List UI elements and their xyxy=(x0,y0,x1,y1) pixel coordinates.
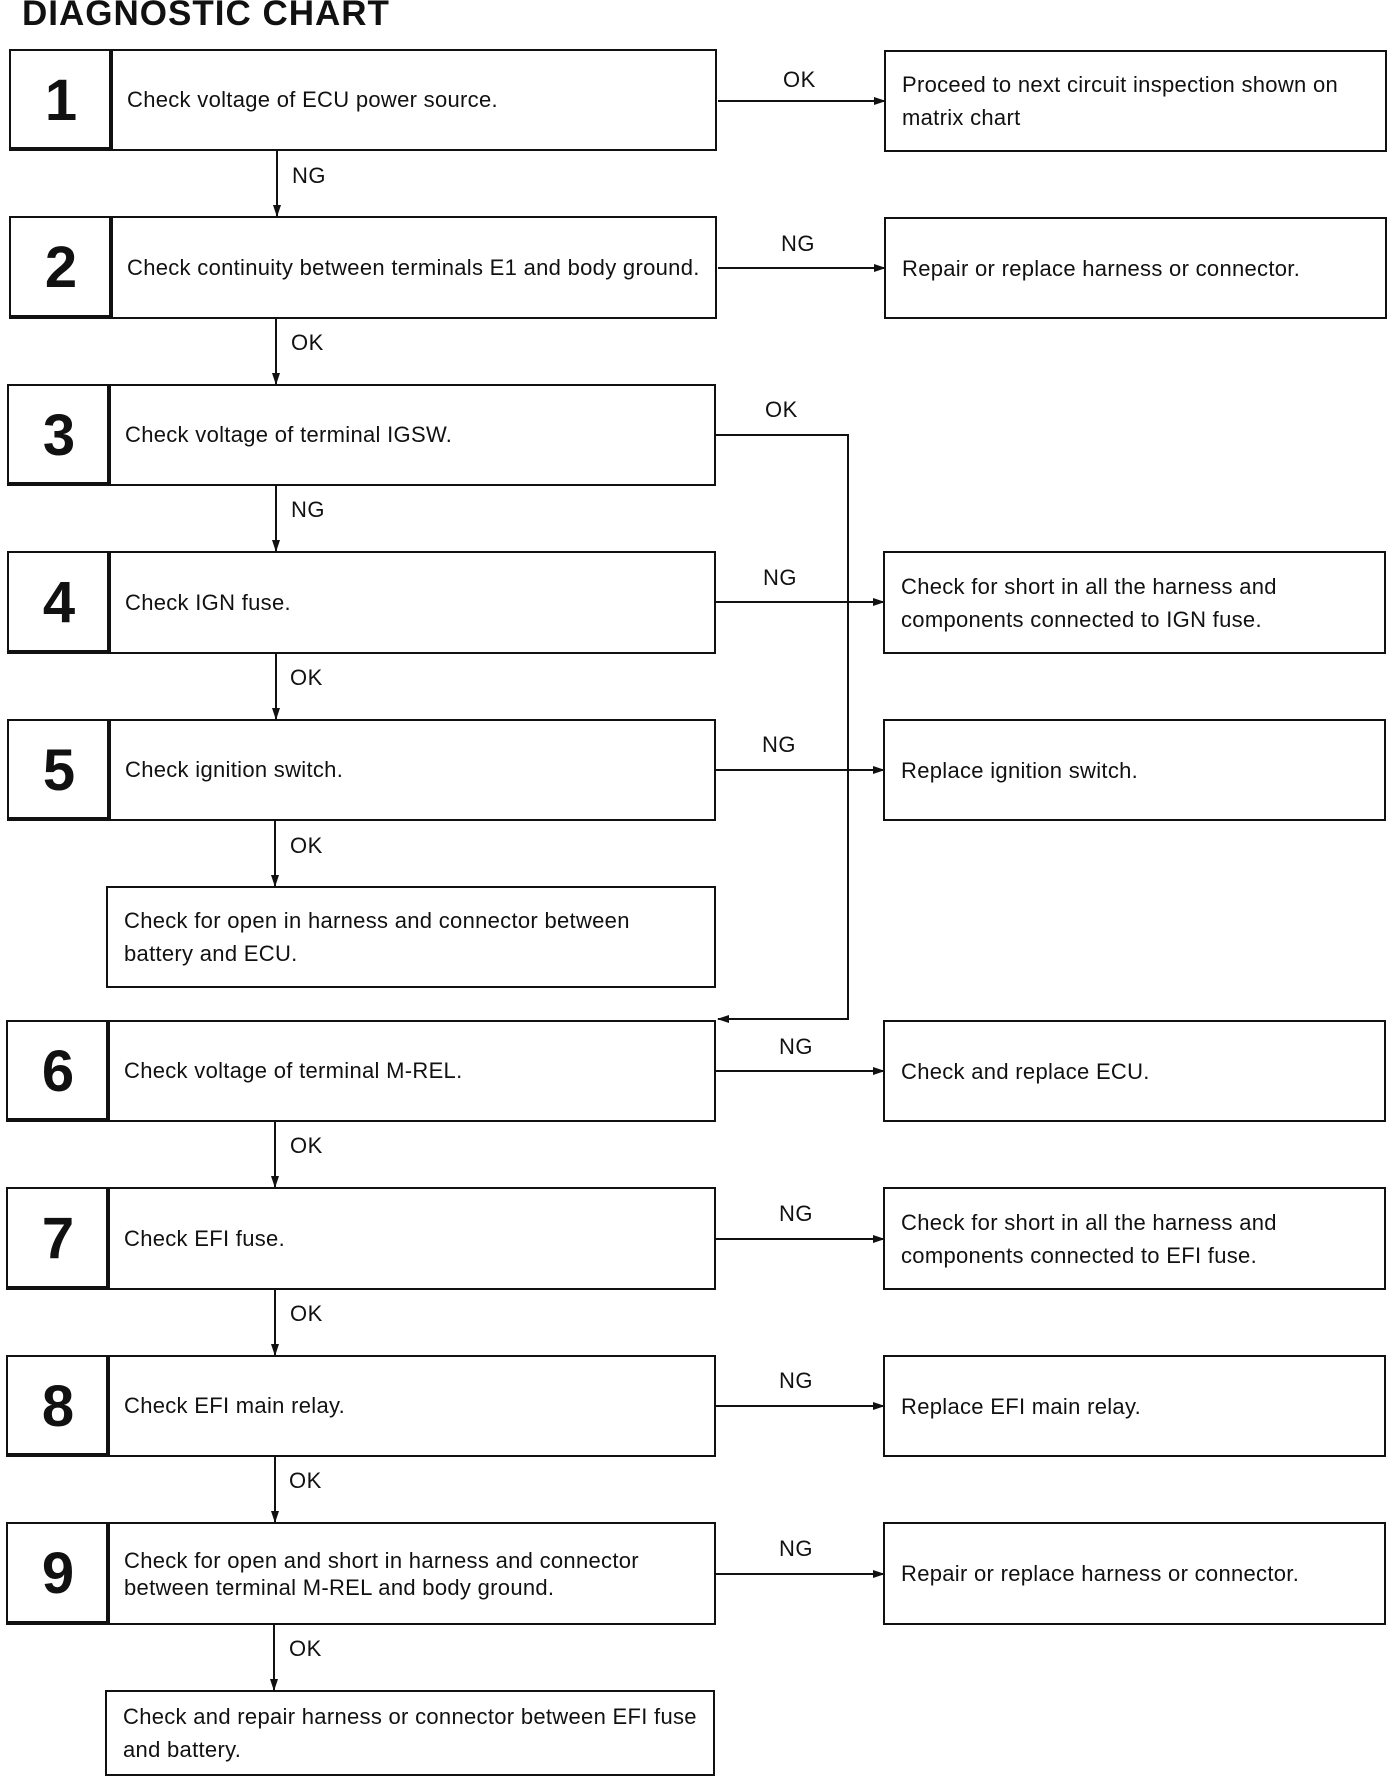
label-6-ok: OK xyxy=(290,1133,323,1158)
step-text: Check voltage of ECU power source. xyxy=(127,87,498,112)
label-5-ok: OK xyxy=(290,833,323,858)
step-5: 5 Check ignition switch. xyxy=(7,719,716,821)
label-1-ok: OK xyxy=(783,67,816,92)
label-9-ng: NG xyxy=(779,1536,813,1561)
step-text: Check ignition switch. xyxy=(125,757,344,782)
step-1: 1 Check voltage of ECU power source. xyxy=(9,49,717,151)
chart-title: DIAGNOSTIC CHART xyxy=(22,0,390,33)
result-7: Check for short in all the harness and c… xyxy=(883,1187,1386,1290)
step-text: Check for open and short in harness and … xyxy=(124,1547,639,1600)
label-4-ng: NG xyxy=(763,565,797,590)
step-number: 5 xyxy=(9,721,111,819)
step-number: 1 xyxy=(11,51,113,149)
label-8-ok: OK xyxy=(289,1468,322,1493)
step-text: Check voltage of terminal IGSW. xyxy=(125,422,453,447)
label-1-ng: NG xyxy=(292,163,326,188)
label-4-ok: OK xyxy=(290,665,323,690)
step-4: 4 Check IGN fuse. xyxy=(7,551,716,654)
result-6: Check and replace ECU. xyxy=(883,1020,1386,1122)
label-6-ng: NG xyxy=(779,1034,813,1059)
label-2-ok: OK xyxy=(291,330,324,355)
step-number: 8 xyxy=(8,1357,110,1455)
label-5-ng: NG xyxy=(762,732,796,757)
step-8: 8 Check EFI main relay. xyxy=(6,1355,716,1457)
step-number: 2 xyxy=(11,218,113,317)
step-9: 9 Check for open and short in harness an… xyxy=(6,1522,716,1625)
step-text: Check EFI fuse. xyxy=(124,1225,286,1251)
step-2: 2 Check continuity between terminals E1 … xyxy=(9,216,717,319)
label-3-ng: NG xyxy=(291,497,325,522)
label-9-ok: OK xyxy=(289,1636,322,1661)
label-7-ng: NG xyxy=(779,1201,813,1226)
step-7: 7 Check EFI fuse. xyxy=(6,1187,716,1290)
step-number: 3 xyxy=(9,386,111,484)
step-number: 6 xyxy=(8,1022,110,1120)
step-3: 3 Check voltage of terminal IGSW. xyxy=(7,384,716,486)
label-8-ng: NG xyxy=(779,1368,813,1393)
result-8: Replace EFI main relay. xyxy=(883,1355,1386,1457)
result-5: Replace ignition switch. xyxy=(883,719,1386,821)
result-9: Repair or replace harness or connector. xyxy=(883,1522,1386,1625)
step-number: 4 xyxy=(9,553,111,652)
label-3-ok: OK xyxy=(765,397,798,422)
step-text: Check IGN fuse. xyxy=(125,589,291,615)
step-number: 9 xyxy=(8,1524,110,1623)
arrow-3-ok xyxy=(716,434,849,1023)
label-2-ng: NG xyxy=(781,231,815,256)
step-text: Check continuity between terminals E1 an… xyxy=(127,254,700,280)
step-6: 6 Check voltage of terminal M-REL. xyxy=(6,1020,716,1122)
result-4: Check for short in all the harness and c… xyxy=(883,551,1386,654)
step-number: 7 xyxy=(8,1189,110,1288)
result-2: Repair or replace harness or connector. xyxy=(884,217,1387,319)
result-1: Proceed to next circuit inspection shown… xyxy=(884,50,1387,152)
step-text: Check voltage of terminal M-REL. xyxy=(124,1058,463,1083)
terminal-after-step-9: Check and repair harness or connector be… xyxy=(105,1690,715,1776)
terminal-after-step-5: Check for open in harness and connector … xyxy=(106,886,716,988)
label-7-ok: OK xyxy=(290,1301,323,1326)
step-text: Check EFI main relay. xyxy=(124,1393,346,1418)
